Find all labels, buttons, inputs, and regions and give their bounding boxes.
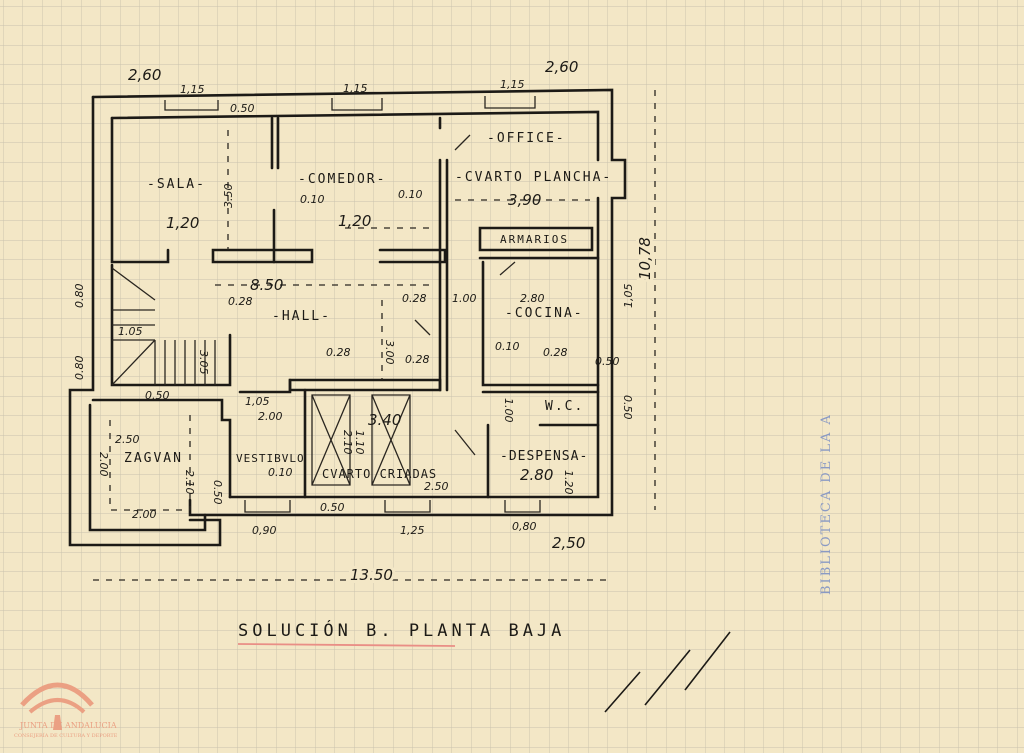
- room-vestibulo: VESTIBVLO: [236, 452, 305, 465]
- library-stamp: BIBLIOTECA DE LA A: [819, 413, 834, 595]
- dim: 1.05: [118, 325, 143, 338]
- dim: 0,90: [252, 524, 277, 537]
- dim: 1.20: [562, 470, 575, 495]
- dim: 0.10: [495, 340, 520, 353]
- dim: 3,90: [508, 191, 541, 209]
- dim: 2.50: [424, 480, 449, 493]
- dim: 0.10: [268, 466, 293, 479]
- dim: 2,50: [552, 534, 585, 552]
- logo-subtitle: CONSEJERÍA DE CULTURA Y DEPORTE: [14, 732, 118, 739]
- room-office: -OFFICE-: [487, 131, 566, 146]
- dim: 1,15: [500, 78, 525, 91]
- dim: 1.10: [353, 430, 366, 455]
- logo-name: JUNTA DE ANDALUCIA: [19, 721, 117, 730]
- dim: 0.28: [402, 292, 427, 305]
- dim: 0.50: [621, 395, 634, 420]
- drawing-title: SOLUCIÓN B. PLANTA BAJA: [238, 619, 565, 641]
- walls: [68, 88, 656, 581]
- room-despensa: -DESPENSA-: [500, 449, 588, 464]
- dim: 3.05: [197, 350, 210, 375]
- room-cuarto-criadas: CVARTO CRIADAS: [322, 467, 437, 481]
- dim: 0.10: [398, 188, 423, 201]
- dim: 1,15: [180, 83, 205, 96]
- dim: 0.50: [320, 501, 345, 514]
- title-underline: [237, 643, 456, 647]
- dim: 0.80: [73, 356, 86, 381]
- dim: 2.00: [97, 452, 110, 477]
- dim: 1,25: [400, 524, 425, 537]
- total-height: 10,78: [636, 237, 654, 280]
- dim: 1,20: [338, 212, 371, 230]
- dimension-labels: 2,60 2,60 1,15 1,15 1,15 0.50 3.50 0.10 …: [73, 58, 657, 587]
- room-hall: -HALL-: [272, 309, 331, 324]
- dim: 1,05: [245, 395, 270, 408]
- dim: 2.80: [520, 292, 545, 305]
- dim: 1.00: [502, 398, 515, 423]
- dim: 0.28: [405, 353, 430, 366]
- room-comedor: -COMEDOR-: [298, 172, 386, 187]
- dim: 0.80: [73, 284, 86, 309]
- room-cuarto-plancha: -CVARTO PLANCHA-: [455, 170, 612, 185]
- dim: 2.10: [183, 470, 196, 495]
- pen-strokes: [604, 631, 731, 713]
- room-wc: W.C.: [545, 399, 584, 414]
- dim: 1,15: [343, 82, 368, 95]
- dim: 1.00: [452, 292, 477, 305]
- room-labels: -SALA- -COMEDOR- -OFFICE- -CVARTO PLANCH…: [124, 131, 612, 481]
- total-width: 13.50: [350, 566, 393, 584]
- dim: 2.80: [520, 466, 553, 484]
- junta-de-andalucia-logo: JUNTA DE ANDALUCIA CONSEJERÍA DE CULTURA…: [14, 682, 118, 739]
- dim: 0.28: [228, 295, 253, 308]
- dim: 0.50: [211, 480, 224, 505]
- room-sala: -SALA-: [147, 177, 206, 192]
- dim: 2.10: [341, 430, 354, 455]
- dim: 2.00: [258, 410, 283, 423]
- dim: 0.50: [230, 102, 255, 115]
- dim: 0.28: [326, 346, 351, 359]
- dim: 0.10: [300, 193, 325, 206]
- dim: 1,05: [622, 284, 635, 309]
- room-armarios: ARMARIOS: [500, 233, 569, 246]
- room-zaguan: ZAGVAN: [124, 451, 183, 466]
- dim: 0.50: [595, 355, 620, 368]
- dim: 3.40: [368, 411, 401, 429]
- dim: 0.28: [543, 346, 568, 359]
- dim: 8.50: [250, 276, 283, 294]
- dim: 0,80: [512, 520, 537, 533]
- dim: 2.00: [132, 508, 157, 521]
- dim: 2.50: [115, 433, 140, 446]
- dim: 2,60: [128, 66, 161, 84]
- dim: 1,20: [166, 214, 199, 232]
- room-cocina: -COCINA-: [505, 306, 584, 321]
- dim: 3.50: [222, 184, 235, 209]
- dim: 2,60: [545, 58, 578, 76]
- dim: 3.00: [383, 340, 396, 365]
- dim: 0.50: [145, 389, 170, 402]
